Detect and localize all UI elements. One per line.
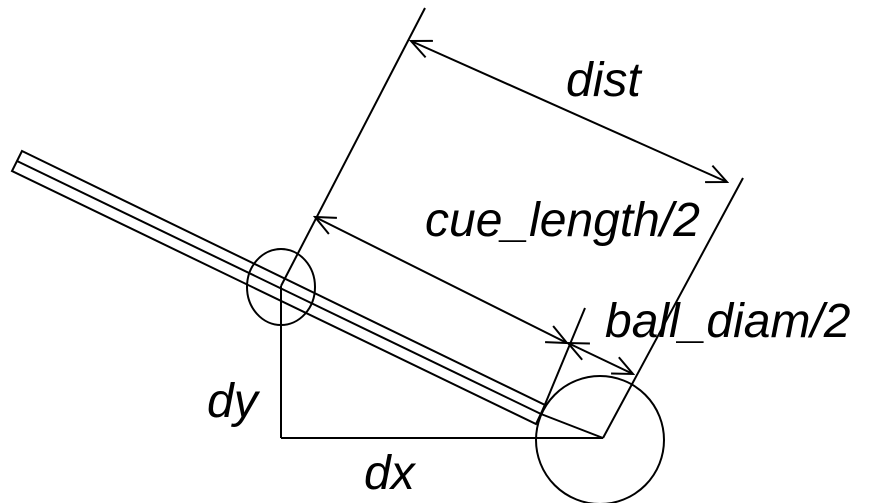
cue-axis-line [540, 413, 604, 439]
cue-center-extension-line [280, 7, 426, 287]
ball-circle [535, 375, 665, 503]
ball-diam-half-label: ball_diam/2 [605, 295, 850, 348]
ball-center-extension-line [602, 177, 744, 439]
cue-length-half-dimension-arrow [315, 217, 567, 343]
dy-label: dy [207, 375, 261, 428]
dist-label: dist [566, 54, 642, 107]
ball-edge-extension-line [540, 307, 586, 415]
dist-dimension-arrow [411, 41, 727, 182]
cue-length-half-label: cue_length/2 [425, 194, 700, 247]
dx-label: dx [364, 447, 417, 500]
ball-diam-half-dimension-arrow [568, 343, 633, 374]
cue-stick-center-line [16, 160, 542, 415]
